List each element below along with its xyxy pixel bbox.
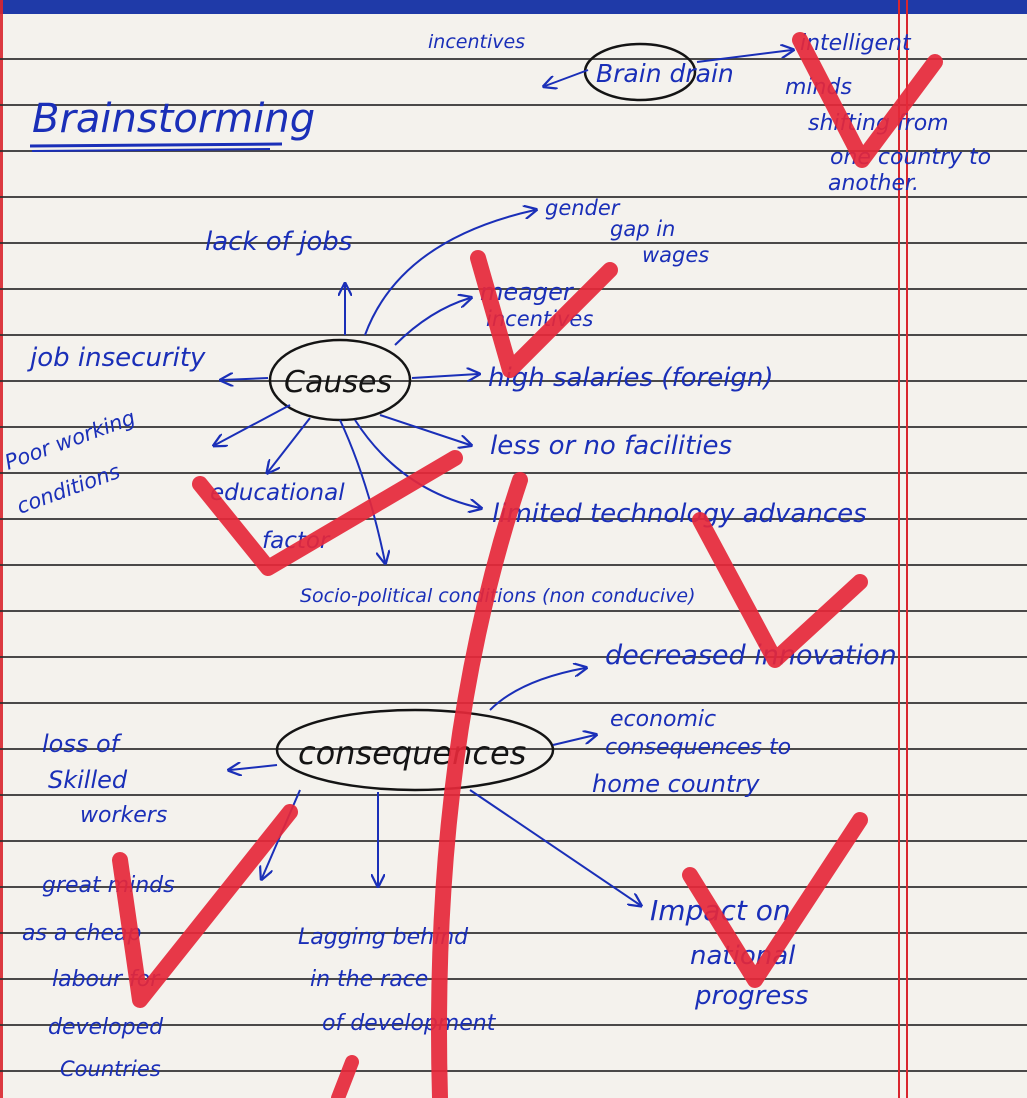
cons-great-line-4: developed	[48, 1015, 164, 1040]
consequences-label: consequences	[298, 734, 526, 772]
arrow-economic	[552, 735, 595, 746]
red-long-stroke	[431, 472, 528, 1098]
arrow-impact	[469, 789, 640, 905]
arrow-job-insecurity	[222, 378, 269, 380]
rule-line	[0, 380, 1027, 382]
arrow-to-definition	[696, 50, 792, 63]
definition-line-5: another.	[828, 171, 919, 196]
rule-line	[0, 748, 1027, 750]
definition-line-1: intelligent	[800, 31, 912, 56]
cause-gender-line-1: gender	[545, 196, 621, 220]
right-margin-line-2	[906, 0, 908, 1098]
arrow-to-incentives	[545, 69, 589, 86]
consequences-ellipse	[275, 708, 555, 792]
rule-line	[0, 150, 1027, 152]
rule-line	[0, 1024, 1027, 1026]
arrow-less-facilities	[379, 414, 470, 445]
left-margin-line	[0, 0, 3, 1098]
rule-line	[0, 840, 1027, 842]
check-mark-6	[682, 812, 868, 988]
page-title: Brainstorming	[32, 96, 315, 142]
cons-loss-line-3: workers	[80, 803, 167, 828]
cause-limited-tech: limited technology advances	[492, 499, 867, 529]
check-mark-3	[192, 450, 463, 576]
cons-lagging-line-2: in the race	[310, 967, 428, 992]
arrow-gender-gap	[364, 210, 535, 336]
rule-line	[0, 288, 1027, 290]
rule-line	[0, 334, 1027, 336]
arrow-meager	[394, 298, 470, 346]
rule-line	[0, 58, 1027, 60]
topic-label: Brain drain	[596, 59, 734, 88]
cause-job-insecurity: job insecurity	[27, 343, 206, 373]
rule-line	[0, 242, 1027, 244]
red-bottom-stroke	[331, 1055, 359, 1098]
arrow-high-salaries	[411, 374, 478, 378]
cons-loss-line-2: Skilled	[48, 766, 128, 794]
title-underline-2	[31, 148, 271, 152]
cause-poor-line-2: conditions	[14, 459, 124, 519]
cons-economic-line-1: economic	[610, 707, 716, 732]
cons-great-line-1: great minds	[42, 873, 175, 898]
cause-less-facilities: less or no facilities	[490, 431, 732, 461]
title-underline	[29, 142, 283, 148]
arrow-limited-tech	[354, 419, 480, 508]
rule-line	[0, 610, 1027, 612]
rule-line	[0, 932, 1027, 934]
cons-loss-line-1: loss of	[42, 730, 123, 758]
rule-line	[0, 702, 1027, 704]
cons-economic-line-3: home country	[592, 770, 760, 798]
top-edge	[0, 0, 1027, 14]
rule-line	[0, 196, 1027, 198]
arrow-poor-working	[215, 404, 291, 445]
topic-left-note: incentives	[428, 31, 525, 53]
arrow-decreased-innovation	[489, 668, 585, 711]
cause-socio-political: Socio-political conditions (non conduciv…	[300, 585, 696, 607]
rule-line	[0, 564, 1027, 566]
causes-label: Causes	[284, 365, 392, 400]
check-mark-4	[692, 512, 868, 668]
check-mark-1	[792, 32, 943, 168]
rule-line	[0, 426, 1027, 428]
rule-line	[0, 472, 1027, 474]
cons-decreased-innovation: decreased innovation	[605, 640, 897, 671]
cause-educational-line-1: educational	[210, 480, 345, 506]
check-mark-5	[112, 804, 298, 1008]
cons-great-line-5: Countries	[60, 1057, 161, 1081]
cons-economic-line-2: consequences to	[605, 735, 791, 760]
cons-lagging-line-3: of development	[322, 1011, 497, 1036]
cause-gender-line-3: wages	[642, 243, 709, 267]
rule-line	[0, 104, 1027, 106]
rule-line	[0, 886, 1027, 888]
rule-line	[0, 978, 1027, 980]
check-mark-2	[470, 250, 618, 378]
arrow-educational	[268, 417, 311, 472]
rule-line	[0, 656, 1027, 658]
right-margin-line	[898, 0, 900, 1098]
rule-line	[0, 1070, 1027, 1072]
arrow-socio-political	[339, 419, 385, 562]
cause-high-salaries: high salaries (foreign)	[488, 363, 774, 393]
cause-gender-line-2: gap in	[610, 217, 675, 241]
rule-line	[0, 794, 1027, 796]
arrow-loss-skilled	[230, 765, 278, 770]
cause-lack-of-jobs: lack of jobs	[205, 227, 352, 257]
cause-poor-line-1: Poor working	[2, 405, 139, 474]
